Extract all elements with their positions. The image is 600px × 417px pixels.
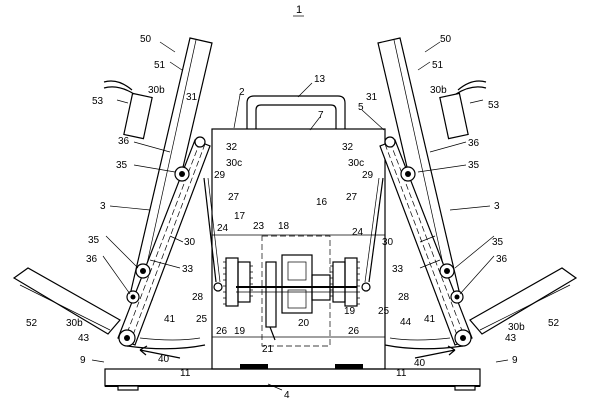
- arrow-40-right: [414, 345, 456, 359]
- label-51-left: 51: [154, 60, 166, 71]
- label-28-left: 28: [192, 292, 204, 303]
- reference-labels: 1 2 13 7 5 50 50 51 51 53 53 30b 30b 31 …: [26, 4, 560, 401]
- label-31-right: 31: [366, 92, 378, 103]
- label-35-left-top: 35: [116, 160, 128, 171]
- label-44: 44: [400, 317, 412, 328]
- label-53-right: 53: [488, 100, 500, 111]
- label-26-right: 26: [348, 326, 360, 337]
- label-28-right: 28: [398, 292, 410, 303]
- label-11-left: 11: [180, 368, 191, 379]
- label-43-left: 43: [78, 333, 90, 344]
- label-27-right: 27: [346, 192, 358, 203]
- leader-lines: [91, 41, 509, 391]
- label-24-left: 24: [217, 223, 229, 234]
- left-arm-assembly: [12, 37, 213, 350]
- label-9-left: 9: [80, 355, 86, 366]
- label-43-right: 43: [505, 333, 517, 344]
- label-30b-top-left: 30b: [148, 85, 165, 96]
- label-41-right: 41: [424, 314, 436, 325]
- label-30b-top-right: 30b: [430, 85, 447, 96]
- right-gear-stack: [330, 257, 371, 307]
- label-40-left: 40: [158, 354, 170, 365]
- label-29-right: 29: [362, 170, 374, 181]
- label-27-left: 27: [228, 192, 240, 203]
- label-30-left: 30: [184, 237, 196, 248]
- right-link-rod: [368, 177, 384, 283]
- label-33-right: 33: [392, 264, 404, 275]
- label-25-right: 25: [378, 306, 390, 317]
- label-53-left: 53: [92, 96, 104, 107]
- label-31-left: 31: [186, 92, 198, 103]
- label-36-left-top: 36: [118, 136, 130, 147]
- label-36-left-bottom: 36: [86, 254, 98, 265]
- label-23: 23: [253, 221, 265, 232]
- label-30b-bottom-right: 30b: [508, 322, 525, 333]
- label-20: 20: [298, 318, 310, 329]
- label-4: 4: [284, 390, 290, 401]
- arrow-40-left: [139, 345, 181, 359]
- label-26-left: 26: [216, 326, 228, 337]
- label-29-left: 29: [214, 170, 226, 181]
- label-21: 21: [262, 344, 274, 355]
- label-2: 2: [239, 87, 245, 98]
- label-52-left: 52: [26, 318, 38, 329]
- label-50-left: 50: [140, 34, 152, 45]
- label-33-left: 33: [182, 264, 194, 275]
- right-arm-assembly: [377, 37, 578, 350]
- label-17: 17: [234, 211, 246, 222]
- label-11-right: 11: [396, 368, 407, 379]
- label-32-right: 32: [342, 142, 354, 153]
- label-24-right: 24: [352, 227, 364, 238]
- label-35-right-bottom: 35: [492, 237, 504, 248]
- label-13: 13: [314, 74, 326, 85]
- label-51-right: 51: [432, 60, 444, 71]
- base-plate: [104, 364, 481, 391]
- label-30-right: 30: [382, 237, 394, 248]
- label-41-left: 41: [164, 314, 176, 325]
- label-1: 1: [296, 4, 302, 16]
- label-18: 18: [278, 221, 290, 232]
- label-40-right: 40: [414, 358, 426, 369]
- label-3-left: 3: [100, 201, 106, 212]
- left-link-rod: [203, 177, 217, 283]
- label-3-right: 3: [494, 201, 500, 212]
- left-gear-stack: [213, 257, 253, 307]
- label-5: 5: [358, 102, 364, 113]
- label-9-right: 9: [512, 355, 518, 366]
- label-35-right-top: 35: [468, 160, 480, 171]
- label-19-right: 19: [344, 306, 356, 317]
- label-25-left: 25: [196, 314, 208, 325]
- label-35-left-bottom: 35: [88, 235, 100, 246]
- label-30c-right: 30c: [348, 158, 364, 169]
- label-7: 7: [318, 110, 324, 121]
- label-52-right: 52: [548, 318, 560, 329]
- label-16: 16: [316, 197, 328, 208]
- label-32-left: 32: [226, 142, 238, 153]
- carry-handle: [246, 95, 346, 129]
- label-36-right-bottom: 36: [496, 254, 508, 265]
- label-50-right: 50: [440, 34, 452, 45]
- label-36-right-top: 36: [468, 138, 480, 149]
- center-mechanism: [236, 235, 357, 347]
- label-19-left: 19: [234, 326, 246, 337]
- label-30c-left: 30c: [226, 158, 242, 169]
- label-30b-bottom-left: 30b: [66, 318, 83, 329]
